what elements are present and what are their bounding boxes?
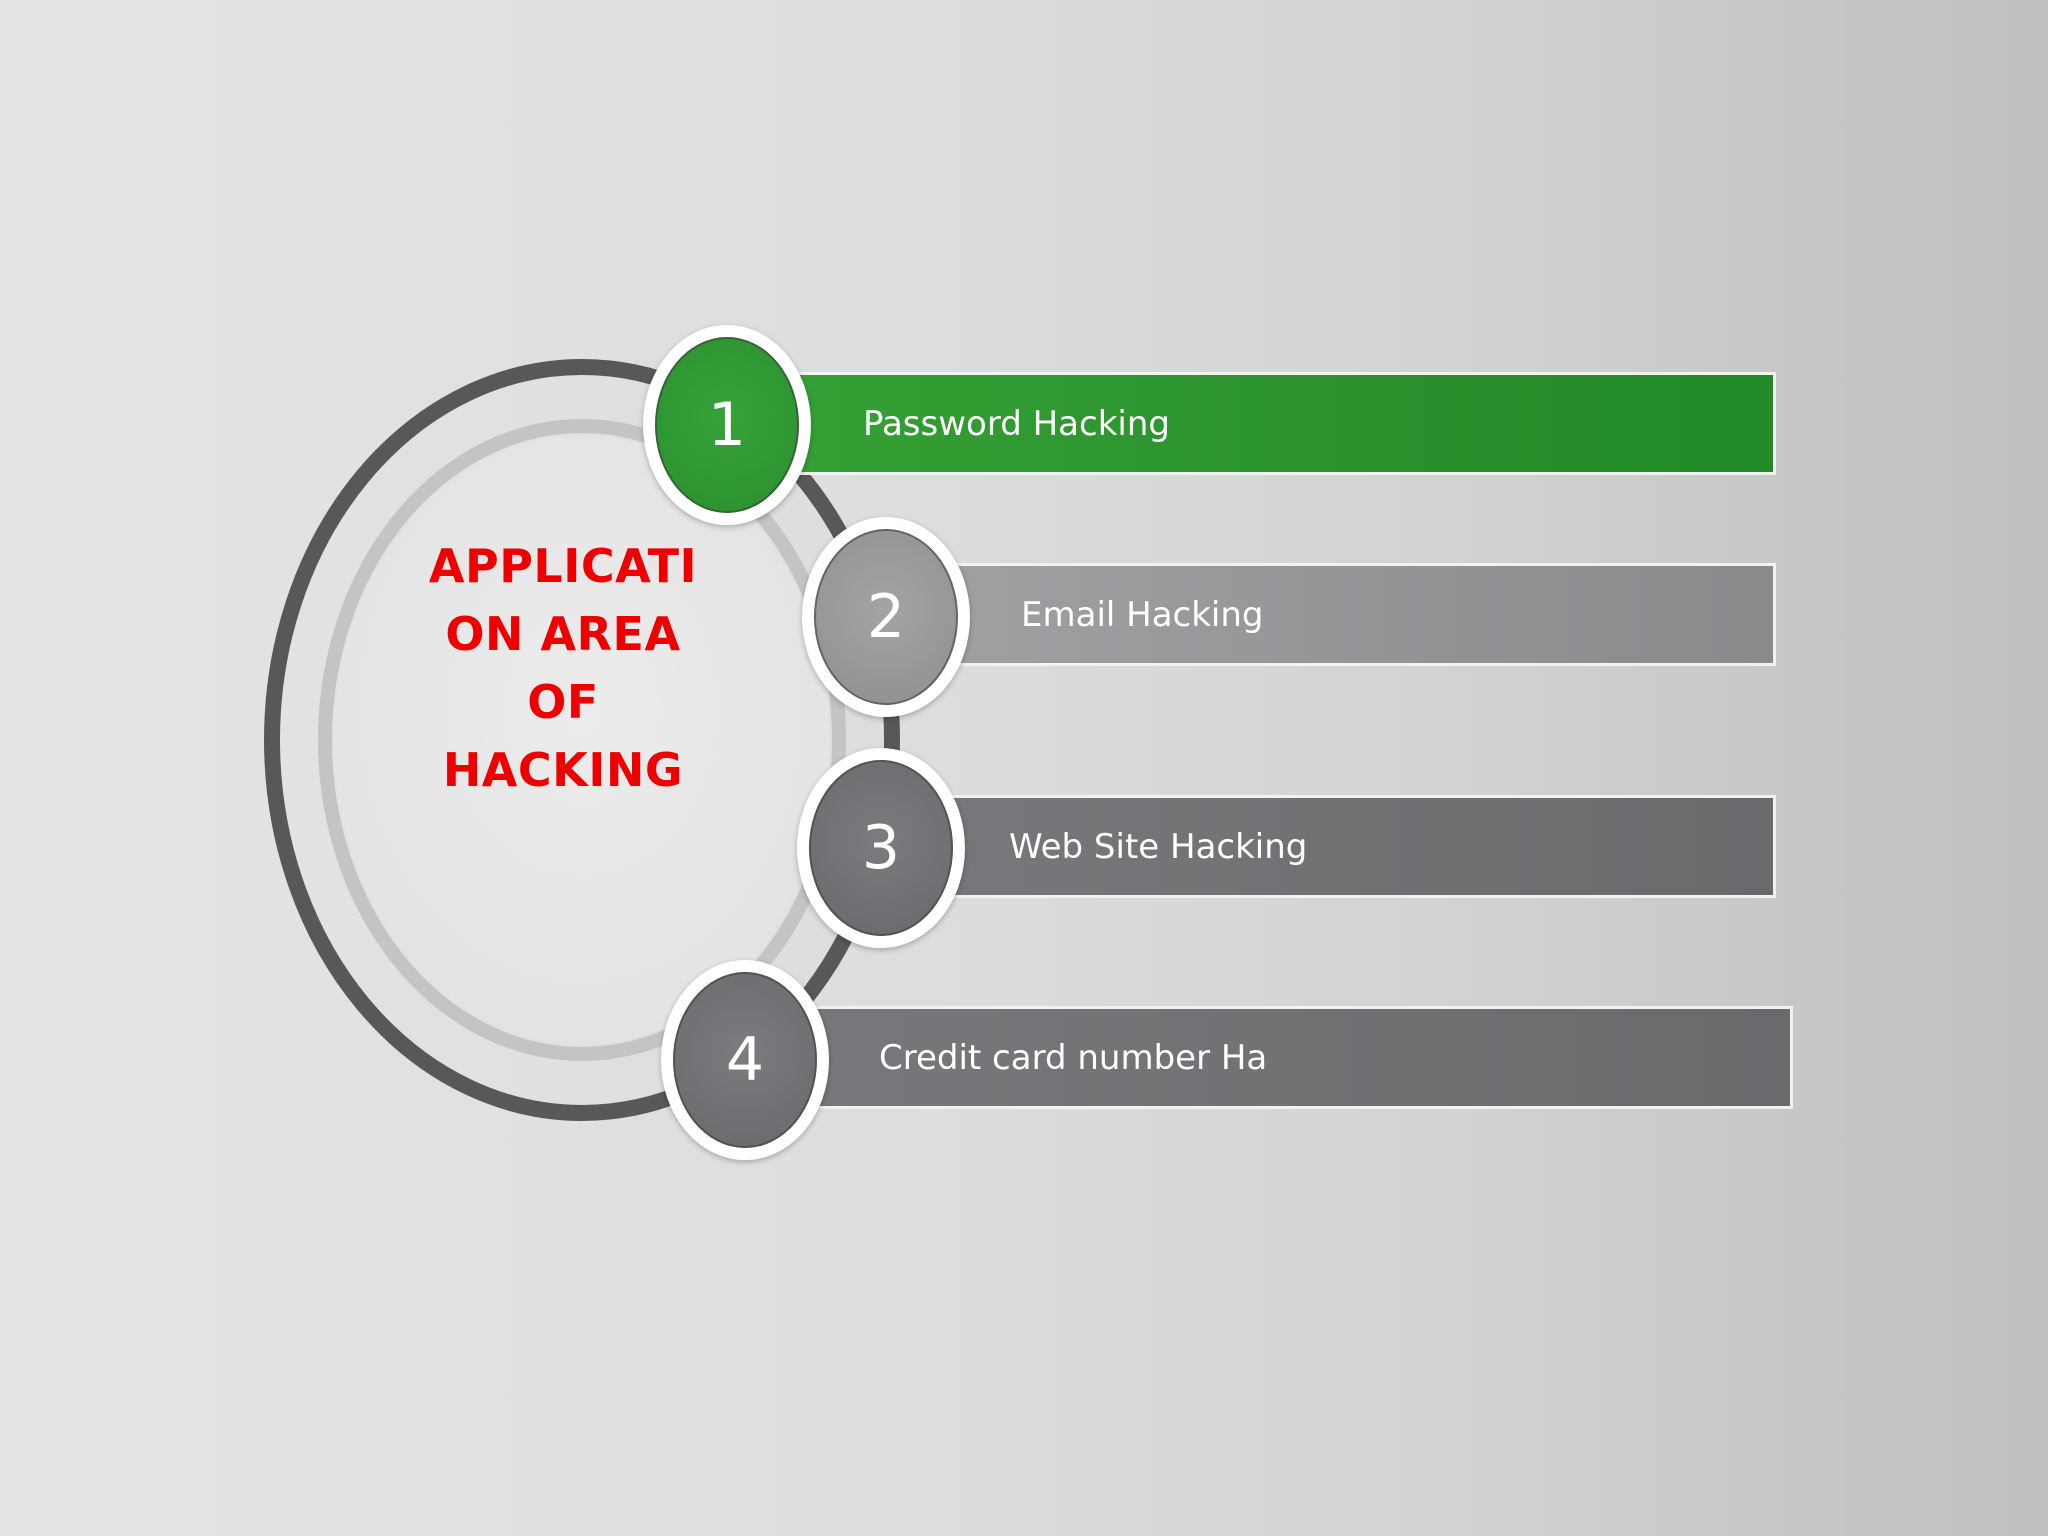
diagram-title: APPLICATI ON AREA OF HACKING (420, 532, 706, 804)
item-number: 3 (861, 813, 901, 883)
item-bar-1: Password Hacking (790, 372, 1776, 475)
outer-ring (264, 359, 900, 1121)
item-label: Web Site Hacking (1009, 826, 1308, 867)
item-number-badge-2: 2 (802, 517, 970, 717)
item-number: 1 (707, 390, 747, 460)
item-number-badge-3: 3 (797, 748, 965, 948)
item-label: Email Hacking (1021, 594, 1264, 635)
item-label: Password Hacking (863, 403, 1170, 444)
title-line: ON AREA (445, 607, 681, 661)
item-number: 2 (866, 582, 906, 652)
center-disc (334, 435, 830, 1045)
item-label: Credit card number Ha (879, 1037, 1268, 1078)
title-line: HACKING (442, 743, 684, 797)
item-number: 4 (725, 1025, 765, 1095)
badge-ring (673, 972, 817, 1148)
inner-ring (318, 419, 846, 1061)
item-bar-3: Web Site Hacking (940, 795, 1776, 898)
item-bar-4: Credit card number Ha (808, 1006, 1793, 1109)
item-bar-2: Email Hacking (945, 563, 1776, 666)
badge-ring (814, 529, 958, 705)
badge-ring (809, 760, 953, 936)
title-line: APPLICATI (428, 539, 698, 593)
badge-ring (655, 337, 799, 513)
title-line: OF (527, 675, 599, 729)
item-number-badge-4: 4 (661, 960, 829, 1160)
item-number-badge-1: 1 (643, 325, 811, 525)
